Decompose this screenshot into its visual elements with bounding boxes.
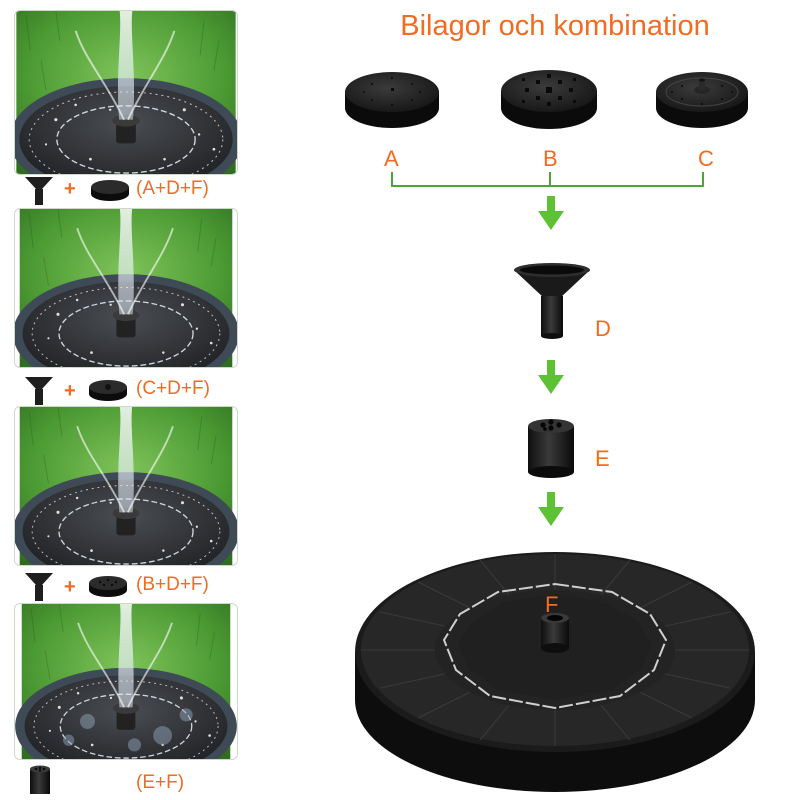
combination-row-e: (E+F) xyxy=(20,764,250,798)
combination-label: (B+D+F) xyxy=(136,574,209,595)
fountain-photo-e xyxy=(14,603,238,760)
nozzle-b-icon xyxy=(501,70,597,129)
down-arrow-icon xyxy=(538,360,564,394)
down-arrow-icon xyxy=(538,196,564,230)
nozzle-a-icon xyxy=(91,180,129,201)
fountain-photo-bd xyxy=(14,406,238,566)
nozzle-c-icon xyxy=(656,72,748,128)
part-letter-f: F xyxy=(545,592,559,617)
down-arrow-icon xyxy=(538,492,564,526)
nozzle-a-icon xyxy=(345,72,439,128)
nozzle-c-icon xyxy=(89,380,127,401)
page-title: Bilagor och kombination xyxy=(400,10,710,42)
part-letter-d: D xyxy=(595,316,611,341)
funnel-nozzle-icon xyxy=(514,263,590,339)
combination-label: (E+F) xyxy=(136,772,185,793)
plus-sign: + xyxy=(64,576,76,598)
funnel-nozzle-icon xyxy=(25,177,53,205)
combination-row-cd: + (C+D+F) xyxy=(20,372,250,406)
combination-label: (C+D+F) xyxy=(136,378,210,399)
solar-fountain-pump-icon xyxy=(355,552,755,792)
extension-tube-icon xyxy=(528,419,574,478)
fountain-photo-cd xyxy=(14,208,238,368)
plus-sign: + xyxy=(64,380,76,402)
part-letter-e: E xyxy=(595,446,610,471)
plus-sign: + xyxy=(64,178,76,200)
fountain-photo-ad xyxy=(14,10,238,175)
funnel-nozzle-icon xyxy=(25,377,53,405)
nozzle-b-icon xyxy=(89,576,127,597)
extension-tube-icon xyxy=(30,765,50,794)
nozzle-letter-a: A xyxy=(384,146,399,171)
combination-row-bd: + (B+D+F) xyxy=(20,568,250,602)
nozzle-letter-b: B xyxy=(543,146,558,171)
combination-row-ad: + (A+D+F) xyxy=(20,172,250,206)
combination-connector xyxy=(391,172,704,187)
funnel-nozzle-icon xyxy=(25,573,53,601)
combination-label: (A+D+F) xyxy=(136,178,209,199)
nozzle-letter-c: C xyxy=(698,146,714,171)
